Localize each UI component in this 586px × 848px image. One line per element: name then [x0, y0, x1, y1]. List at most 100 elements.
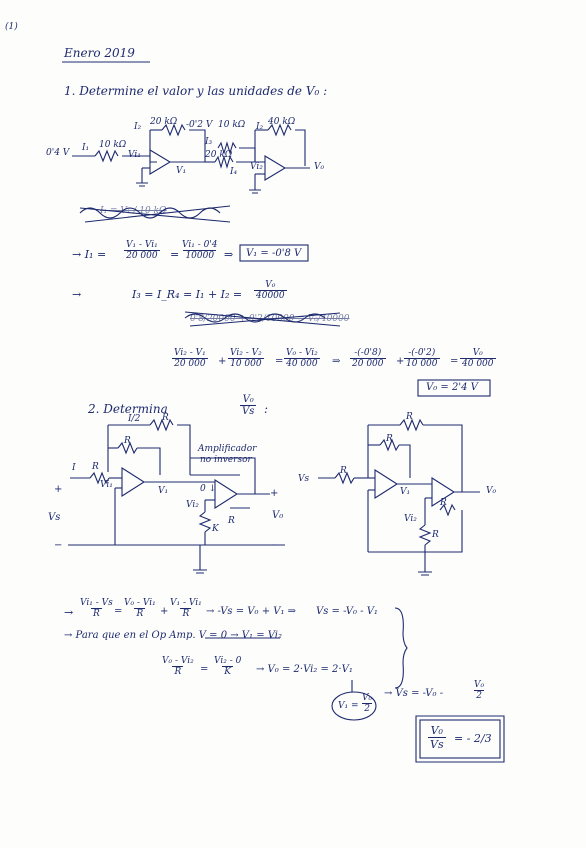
frac-1: V₁ - Vi₁ 20 000 — [124, 240, 160, 261]
b-line: → Para que en el Op Amp. V = 0 → V₁ = Vi… — [64, 630, 283, 641]
i3-lhs: I₃ = I_R₄ = I₁ + I₂ = — [132, 288, 243, 301]
eq-c: = — [200, 664, 209, 675]
scribble-1-x — [79, 205, 231, 223]
c3-r-bottom: R — [432, 530, 439, 540]
frac-a1-den: R — [90, 608, 102, 619]
c3-vi2: Vi₂ — [404, 514, 417, 524]
frac-2-den: 10000 — [183, 250, 217, 261]
crossed-eq-1: I₁ = V₁ / 10 kΩ — [100, 206, 167, 216]
frac-e6-num: V₀ — [472, 348, 483, 358]
frac-e1-num: Vi₂ - V₁ — [174, 348, 206, 358]
plus-2: + — [396, 356, 405, 367]
q2-frac-den: Vs — [240, 405, 257, 417]
frac-a2-den: R — [134, 608, 146, 619]
eq-a: = — [114, 606, 123, 617]
label-r4: 20 kΩ — [205, 150, 233, 160]
frac-e3-den: 40 000 — [284, 358, 320, 369]
resistor-r4 — [214, 155, 234, 169]
result-box-ratio — [419, 719, 501, 759]
frac-e2: Vi₂ - V₂ 10 000 — [228, 348, 264, 369]
frac-a3: V₁ - Vi₁ R — [168, 598, 204, 619]
c3-r-top: R — [406, 412, 413, 422]
label-vneg: -0'2 V — [186, 120, 213, 130]
label-r-fb2: 40 kΩ — [268, 117, 296, 127]
frac-e5: -(-0'2) 10 000 — [404, 348, 440, 369]
frac-d2-num: V₀ — [474, 680, 485, 690]
frac-d-num: V₀ — [362, 693, 373, 703]
c3-r-right: R — [440, 498, 447, 508]
opamp-2 — [264, 155, 287, 181]
c2-vi1: Vi₁ — [100, 480, 113, 490]
c-tail: → V₀ = 2·Vi₂ = 2·V₁ — [256, 664, 353, 675]
frac-a1-num: Vi₁ - Vs — [80, 598, 113, 608]
c2-i: I — [72, 463, 76, 473]
q2-prompt: 2. Determina — [88, 402, 168, 416]
frac-result-num: V₀ — [430, 724, 443, 737]
d-tail: → Vs = -V₀ - — [384, 688, 444, 699]
resistor-r3 — [217, 141, 237, 155]
resistor-r-fb2 — [267, 123, 292, 137]
q2-frac-num: V₀ — [242, 394, 254, 405]
arrow-a: → — [64, 606, 74, 619]
c2-k: K — [212, 524, 219, 534]
c2-r-mid: R — [124, 436, 131, 446]
frac-e2-num: Vi₂ - V₂ — [230, 348, 262, 358]
c3-v1: V₁ — [400, 487, 411, 497]
c2-plus-out: + — [270, 488, 279, 499]
brace — [394, 607, 408, 689]
arrow-2: → — [72, 288, 82, 301]
c2-minus: − — [54, 540, 63, 551]
c2-r-in: R — [92, 462, 99, 472]
result-vo: V₀ = 2'4 V — [426, 382, 478, 393]
frac-2-num: Vi₁ - 0'4 — [182, 240, 218, 250]
frac-d2: V₀ 2 — [472, 680, 486, 701]
c2-note-2: no inversor — [200, 455, 252, 465]
label-vin: 0'4 V — [46, 148, 70, 158]
result-tail: = - 2/3 — [454, 732, 492, 745]
label-i-fb2: I₂ — [256, 122, 264, 132]
c2-v1: V₁ — [158, 486, 169, 496]
label-i1: I₁ — [82, 143, 90, 153]
c2-minus-out: − — [270, 540, 279, 551]
c2-plus: + — [54, 484, 63, 495]
eq-3: = — [450, 356, 459, 367]
c3-vs: Vs — [298, 474, 310, 484]
plus-a: + — [160, 606, 169, 617]
c2-note-1: Amplificador — [198, 444, 257, 454]
frac-e1-den: 20 000 — [172, 358, 208, 369]
c3-vo: V₀ — [486, 486, 497, 496]
frac-c2-num: Vi₂ - 0 — [214, 656, 242, 666]
label-r3: 10 kΩ — [218, 120, 246, 130]
label-vo: V₀ — [314, 162, 325, 172]
frac-c1-num: V₀ - Vi₂ — [162, 656, 194, 666]
scribble-1 — [79, 207, 221, 219]
frac-3: V₀ 40000 — [254, 280, 287, 301]
label-i3: I₃ — [205, 137, 213, 147]
c2-r-bottom: R — [228, 516, 235, 526]
c2-r-top: R — [162, 413, 169, 423]
opamp-3 — [121, 466, 146, 498]
c2-vi2: Vi₂ — [186, 500, 199, 510]
page-mark: (1) — [5, 22, 18, 32]
frac-e3: V₀ - Vi₂ 40 000 — [284, 348, 320, 369]
circle-v1 — [331, 691, 377, 721]
resistor-r-k — [198, 511, 212, 533]
frac-result: V₀ Vs — [428, 724, 446, 751]
frac-a2-num: V₀ - Vi₁ — [124, 598, 156, 608]
c2-vo: V₀ — [272, 510, 284, 521]
result-box-ratio-outer — [415, 715, 505, 763]
frac-e3-num: V₀ - Vi₂ — [286, 348, 318, 358]
frac-c1: V₀ - Vi₂ R — [160, 656, 196, 677]
frac-a1: Vi₁ - Vs R — [78, 598, 115, 619]
d-lhs: V₁ = — [338, 701, 359, 711]
label-r1: 10 kΩ — [99, 140, 127, 150]
opamp-4 — [214, 478, 239, 510]
crossed-eq-2: 0'8/20000 + 0'2/10000 = V₀/40000 — [190, 314, 350, 324]
frac-e5-den: 10 000 — [404, 358, 440, 369]
frac-c1-den: R — [172, 666, 184, 677]
label-i4: I₄ — [230, 167, 238, 177]
circuit-3 — [318, 418, 480, 576]
c3-r-mid: R — [386, 434, 393, 444]
opamp-6 — [431, 476, 456, 508]
